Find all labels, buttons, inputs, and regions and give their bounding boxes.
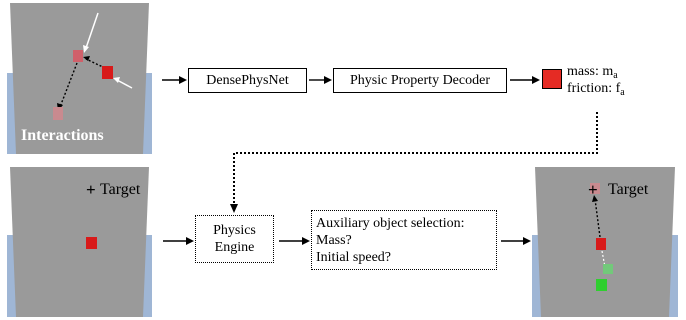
selection-line-1: Auxiliary object selection:: [316, 215, 465, 231]
target-label: Target: [100, 181, 141, 198]
interactions-label: Interactions: [21, 127, 104, 144]
engine-line-1: Physics: [213, 223, 256, 238]
initial-scene: + Target: [7, 167, 152, 317]
densephysnet-box: DensePhysNet: [188, 68, 307, 93]
target-ghost-object: [590, 183, 600, 194]
arrow-properties-to-engine: [233, 112, 598, 205]
mass-label: mass: ma: [567, 64, 618, 81]
physics-engine-box: Physics Engine: [195, 215, 274, 263]
target-marker: +: [588, 180, 598, 199]
friction-label: friction: fa: [567, 81, 625, 98]
selection-line-2: Mass?: [316, 232, 352, 248]
green-ghost-object: [603, 264, 613, 274]
red-object: [102, 66, 113, 79]
result-scene: + Target: [532, 167, 678, 317]
red-object: [596, 238, 606, 250]
green-object: [596, 279, 607, 291]
selection-box: Auxiliary object selection: Mass? Initia…: [311, 210, 497, 270]
decoder-box: Physic Property Decoder: [333, 68, 507, 93]
interactions-scene: Interactions: [7, 3, 152, 154]
selection-line-3: Initial speed?: [316, 249, 392, 265]
red-object: [86, 237, 97, 249]
engine-line-2: Engine: [214, 240, 255, 255]
ghost-object-2: [53, 107, 63, 120]
target-label: Target: [608, 181, 649, 198]
target-marker: +: [86, 180, 96, 199]
ghost-object-1: [73, 50, 83, 62]
ramp-surface: [10, 3, 149, 154]
ramp-surface: [10, 167, 149, 317]
property-swatch: [542, 69, 562, 89]
